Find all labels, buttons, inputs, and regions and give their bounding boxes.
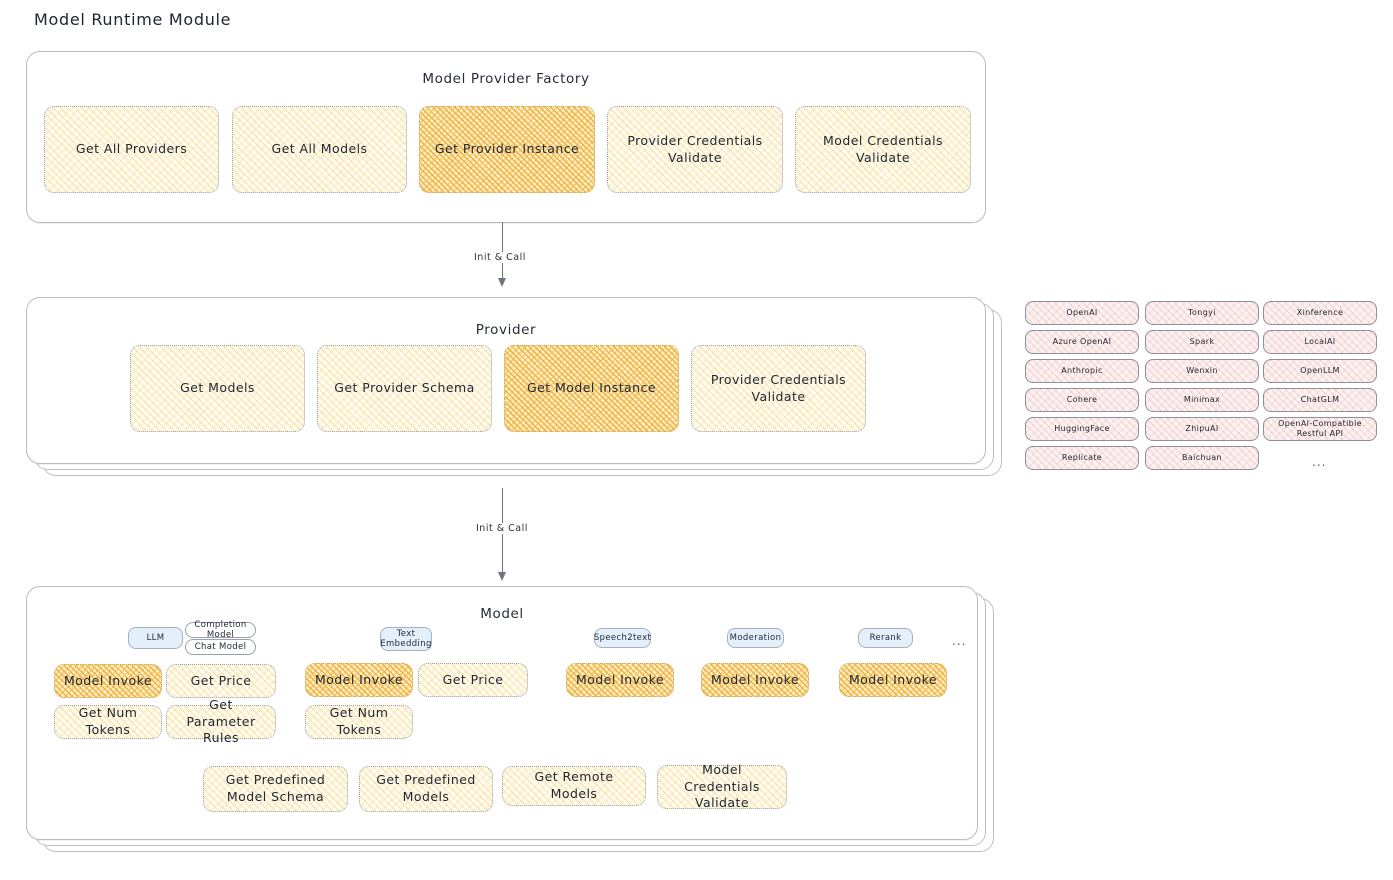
model-type-chip-moderation[interactable]: Moderation [727, 628, 784, 648]
model-type-chip-text-embedding[interactable]: Text Embedding [380, 627, 432, 651]
provider-chip-cohere[interactable]: Cohere [1025, 388, 1139, 412]
op-get-provider-schema[interactable]: Get Provider Schema [317, 345, 492, 432]
connector-provider-model-label: Init & Call [472, 523, 532, 534]
provider-chip-wenxin[interactable]: Wenxin [1145, 359, 1259, 383]
op-llm-get-num-tokens[interactable]: Get Num Tokens [54, 705, 162, 739]
provider-chip-tongyi[interactable]: Tongyi [1145, 301, 1259, 325]
op-get-all-providers[interactable]: Get All Providers [44, 106, 219, 193]
op-llm-model-invoke[interactable]: Model Invoke [54, 664, 162, 698]
provider-chip-baichuan[interactable]: Baichuan [1145, 446, 1259, 470]
op-provider-credentials-validate[interactable]: Provider Credentials Validate [691, 345, 866, 432]
model-type-chip-rerank[interactable]: Rerank [858, 628, 913, 648]
op-llm-get-parameter-rules[interactable]: Get Parameter Rules [166, 697, 276, 745]
op-get-predefined-model-schema[interactable]: Get Predefined Model Schema [203, 766, 348, 812]
op-provider-credentials-validate-factory[interactable]: Provider Credentials Validate [607, 106, 783, 193]
model-subtype-chip-chat-model[interactable]: Chat Model [185, 639, 256, 655]
op-model-credentials-validate-factory[interactable]: Model Credentials Validate [795, 106, 971, 193]
op-get-models[interactable]: Get Models [130, 345, 305, 432]
provider-chip-zhipuai[interactable]: ZhipuAI [1145, 417, 1259, 441]
op-text-embedding-get-num-tokens[interactable]: Get Num Tokens [305, 705, 413, 739]
model-subtype-chip-completion-model[interactable]: Completion Model [185, 620, 256, 640]
op-get-provider-instance[interactable]: Get Provider Instance [419, 106, 595, 193]
provider-chip-minimax[interactable]: Minimax [1145, 388, 1259, 412]
op-get-predefined-models[interactable]: Get Predefined Models [359, 766, 493, 812]
model-title: Model [480, 606, 524, 622]
op-model-credentials-validate-model[interactable]: Model Credentials Validate [657, 762, 787, 810]
connector-provider-model-arrowhead [498, 572, 506, 581]
provider-chip-openllm[interactable]: OpenLLM [1263, 359, 1377, 383]
provider-title: Provider [475, 322, 537, 338]
provider-chip-anthropic[interactable]: Anthropic [1025, 359, 1139, 383]
provider-chip-chatglm[interactable]: ChatGLM [1263, 388, 1377, 412]
op-rerank-model-invoke[interactable]: Model Invoke [839, 663, 947, 697]
provider-chip-replicate[interactable]: Replicate [1025, 446, 1139, 470]
provider-list-more-ellipsis: ... [1312, 455, 1327, 469]
op-moderation-model-invoke[interactable]: Model Invoke [701, 663, 809, 697]
op-get-model-instance[interactable]: Get Model Instance [504, 345, 679, 432]
model-types-more-ellipsis: ... [952, 634, 967, 648]
connector-factory-provider-label: Init & Call [470, 252, 530, 263]
provider-chip-huggingface[interactable]: HuggingFace [1025, 417, 1139, 441]
page-title: Model Runtime Module [34, 10, 232, 29]
provider-chip-azure-openai[interactable]: Azure OpenAI [1025, 330, 1139, 354]
op-speech2text-model-invoke[interactable]: Model Invoke [566, 663, 674, 697]
op-text-embedding-model-invoke[interactable]: Model Invoke [305, 663, 413, 697]
provider-chip-openai-compatible-restful-api[interactable]: OpenAI-Compatible Restful API [1263, 417, 1377, 441]
provider-chip-spark[interactable]: Spark [1145, 330, 1259, 354]
provider-chip-xinference[interactable]: Xinference [1263, 301, 1377, 325]
model-type-chip-llm[interactable]: LLM [128, 627, 183, 649]
op-llm-get-price[interactable]: Get Price [166, 664, 276, 698]
op-text-embedding-get-price[interactable]: Get Price [418, 663, 528, 697]
provider-chip-localai[interactable]: LocalAI [1263, 330, 1377, 354]
op-get-all-models[interactable]: Get All Models [232, 106, 407, 193]
model-type-chip-speech2text[interactable]: Speech2text [594, 628, 651, 648]
factory-title: Model Provider Factory [422, 71, 590, 87]
op-get-remote-models[interactable]: Get Remote Models [502, 766, 646, 806]
connector-factory-provider-arrowhead [498, 278, 506, 287]
provider-chip-openai[interactable]: OpenAI [1025, 301, 1139, 325]
